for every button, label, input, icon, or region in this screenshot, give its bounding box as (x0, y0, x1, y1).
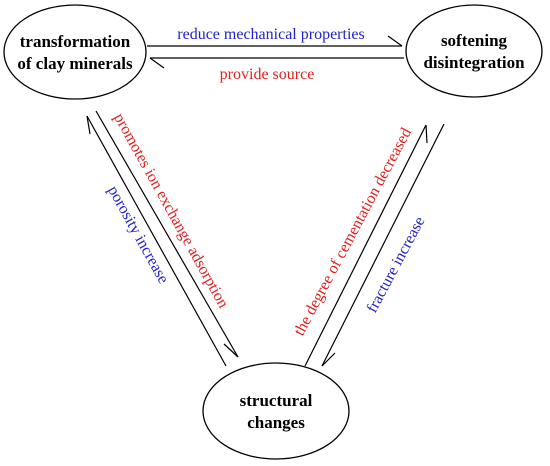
node-clay-minerals-line1: transformation (20, 32, 131, 51)
arrow-structural-to-softening (304, 124, 428, 367)
node-structural-changes-line1: structural (240, 391, 313, 410)
node-softening-disintegration-line1: softening (441, 31, 508, 50)
node-structural-changes-ellipse (202, 362, 350, 460)
arrow-structural-to-clay (86, 115, 227, 367)
label-provide-source: provide source (220, 66, 315, 83)
node-clay-minerals-ellipse (3, 4, 147, 100)
arrow-clay-to-softening (147, 35, 403, 47)
node-structural-changes-line2: changes (247, 413, 305, 432)
arrow-clay-to-structural (95, 110, 239, 358)
node-softening-disintegration: softening disintegration (405, 4, 543, 98)
node-structural-changes: structural changes (202, 362, 350, 460)
node-clay-minerals: transformation of clay minerals (3, 4, 147, 100)
label-cementation-decreased: the degree of cementation decreased (291, 125, 415, 339)
node-softening-disintegration-line2: disintegration (423, 53, 525, 72)
node-clay-minerals-line2: of clay minerals (17, 54, 133, 73)
arrow-softening-to-structural (321, 123, 445, 367)
arrow-softening-to-clay (149, 57, 404, 69)
label-reduce-mechanical-properties: reduce mechanical properties (177, 26, 364, 43)
node-softening-disintegration-ellipse (405, 4, 543, 98)
